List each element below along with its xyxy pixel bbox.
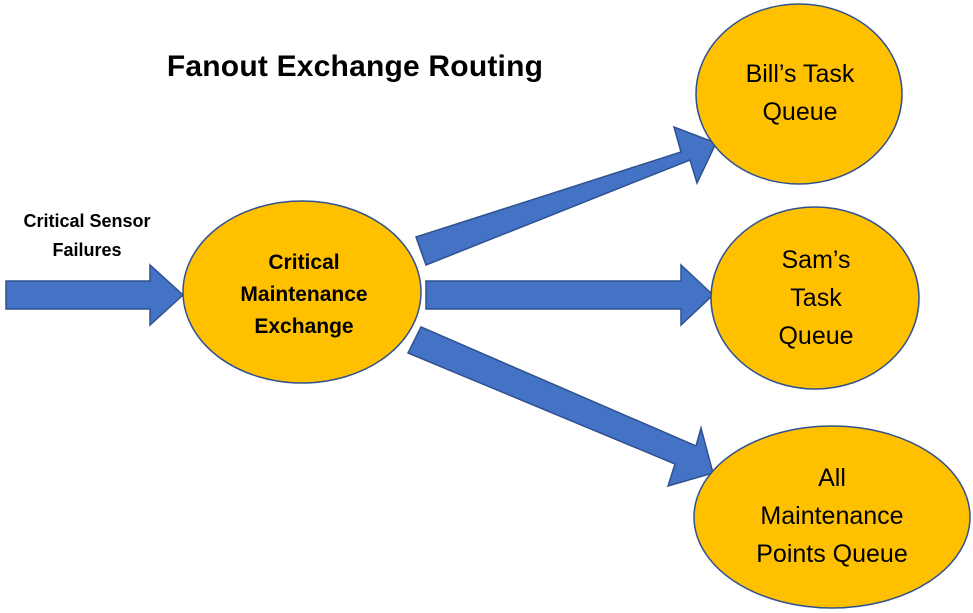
input-arrow [5, 263, 185, 327]
diagram-title: Fanout Exchange Routing [166, 50, 544, 83]
exchange-label-line: Maintenance [240, 283, 368, 306]
arrow-to-all-queue [406, 326, 714, 488]
source-label-line: Failures [52, 240, 122, 260]
bill-queue-label-line: Queue [762, 98, 838, 126]
exchange-label-line: Exchange [254, 315, 354, 338]
sam-queue-label-line: Task [790, 284, 842, 312]
sam-queue-node [710, 206, 920, 390]
all-queue-label-line: Points Queue [756, 540, 908, 568]
exchange-label: Critical Maintenance Exchange [188, 243, 420, 347]
all-queue-label: All Maintenance Points Queue [694, 458, 970, 574]
sam-queue-label-line: Queue [778, 322, 854, 350]
bill-queue-node [695, 3, 903, 185]
all-queue-label-line: Maintenance [760, 502, 904, 530]
exchange-label-line: Critical [268, 251, 340, 274]
exchange-node [182, 200, 422, 384]
arrow-to-bill-queue [415, 125, 718, 266]
all-queue-node [693, 425, 971, 609]
arrow-to-sam-queue [425, 263, 715, 327]
sam-queue-label-line: Sam’s [781, 246, 851, 274]
source-label-line: Critical Sensor [23, 211, 151, 231]
all-queue-label-line: All [818, 464, 846, 492]
sam-queue-label: Sam’s Task Queue [712, 240, 920, 356]
bill-queue-label: Bill’s Task Queue [698, 53, 902, 133]
source-label: Critical Sensor Failures [8, 205, 166, 267]
bill-queue-label-line: Bill’s Task [745, 60, 855, 88]
